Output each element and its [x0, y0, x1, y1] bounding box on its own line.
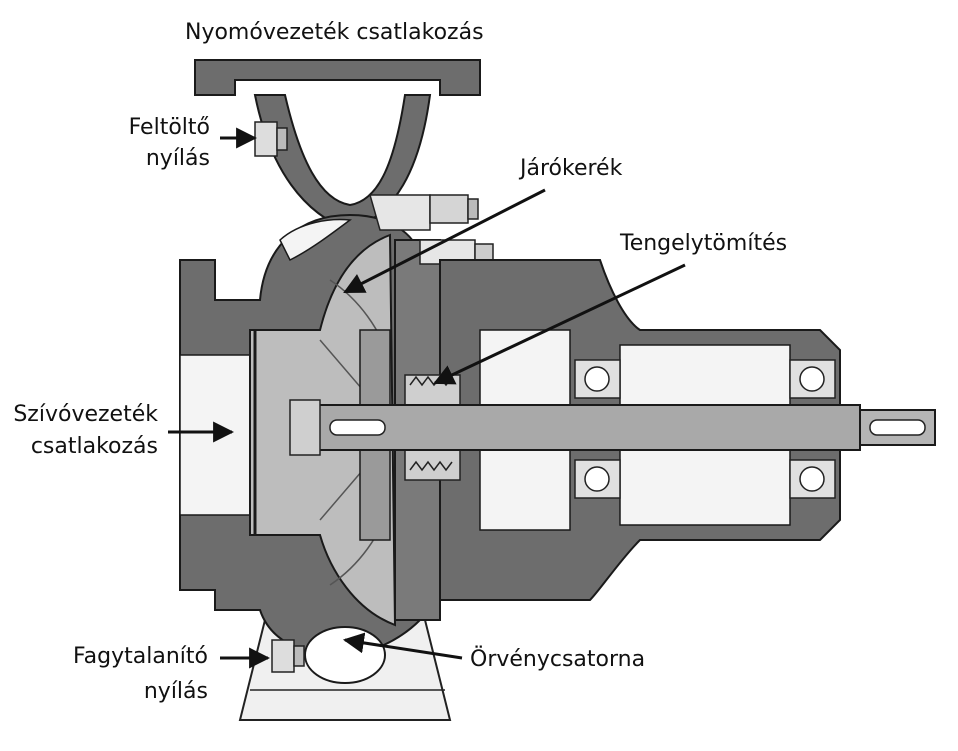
- label-volute: Örvénycsatorna: [470, 647, 646, 672]
- arrow-volute: [342, 632, 463, 660]
- label-shaft-seal: Tengelytömítés: [620, 231, 788, 256]
- label-fill-line1: Feltöltő: [128, 115, 210, 140]
- arrow-shaft-seal: [433, 263, 686, 385]
- label-discharge: Nyomóvezeték csatlakozás: [185, 20, 484, 45]
- arrow-impeller: [343, 188, 546, 294]
- label-fill-line2: nyílás: [145, 146, 210, 171]
- label-drain-line1: Fagytalanító: [73, 644, 208, 669]
- label-drain-line2: nyílás: [143, 679, 208, 704]
- label-impeller: Járókerék: [520, 156, 623, 181]
- label-suction-line2: csatlakozás: [30, 434, 158, 459]
- drain-plug: [271, 639, 305, 673]
- shaft: [289, 399, 936, 456]
- discharge-flange: [194, 59, 481, 96]
- label-suction-line1: Szívóvezeték: [13, 402, 158, 427]
- bearings: [574, 359, 836, 499]
